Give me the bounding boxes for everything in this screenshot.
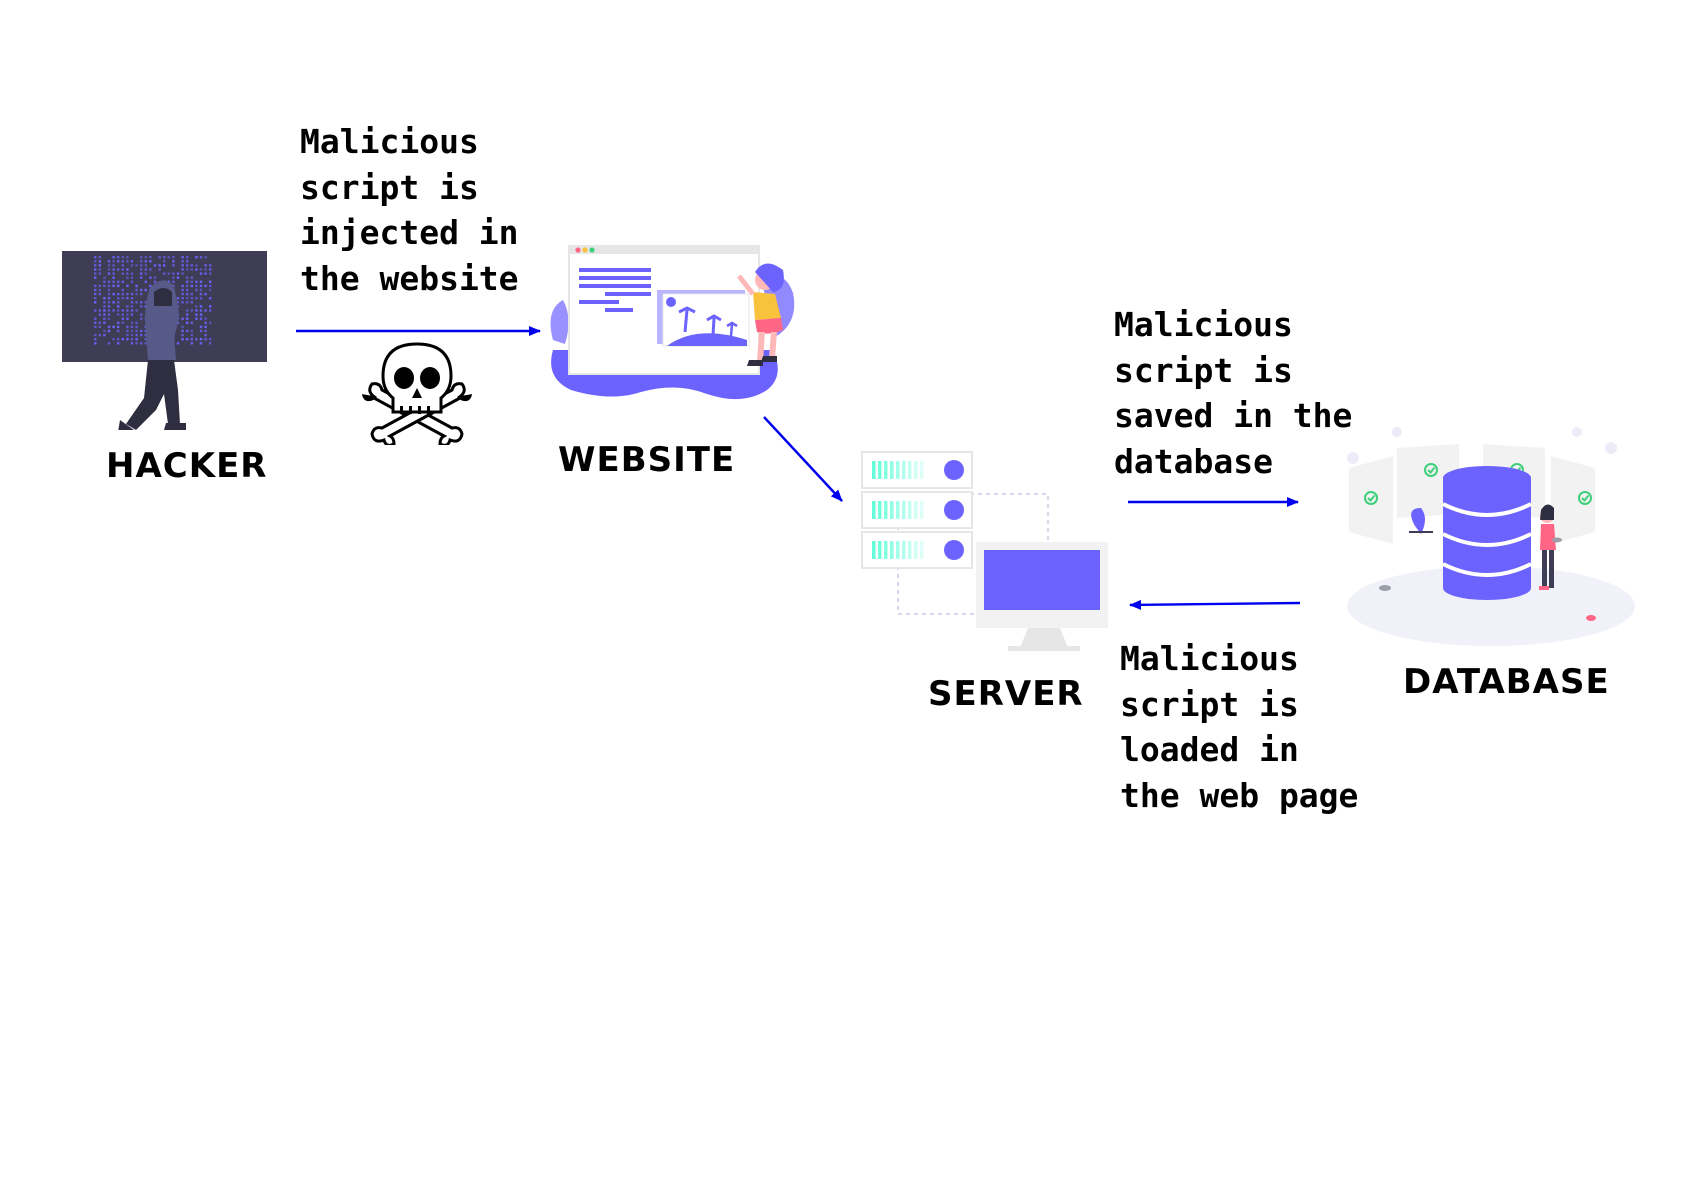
skull-and-crossbones-icon <box>362 342 472 445</box>
caption-loaded: Malicious script is loaded in the web pa… <box>1120 636 1358 818</box>
caption-line: Malicious <box>300 122 479 161</box>
caption-line: the web page <box>1120 775 1359 815</box>
website-icon <box>550 245 795 400</box>
database-icon <box>1347 427 1635 646</box>
check-icon <box>1578 491 1592 505</box>
server-node <box>860 450 1110 660</box>
hacker-legs <box>126 360 180 430</box>
caption-injected: Malicious script is injected in the webs… <box>300 119 519 301</box>
caption-line: loaded in <box>1120 730 1299 769</box>
hacker-node <box>58 240 318 430</box>
website-label: WEBSITE <box>558 440 736 480</box>
server-label: SERVER <box>928 674 1084 714</box>
database-cylinder <box>1442 466 1532 600</box>
person-shirt <box>753 292 781 320</box>
caption-line: Malicious <box>1120 639 1299 678</box>
hacker-icon <box>62 251 267 430</box>
caption-saved: Malicious script is saved in the databas… <box>1114 302 1352 484</box>
server-rack <box>861 451 973 569</box>
caption-line: script is <box>300 167 479 207</box>
plant-right <box>763 277 795 337</box>
arrow-database-to-server <box>1129 599 1301 610</box>
skull-node <box>362 340 472 445</box>
server-icon <box>861 451 1108 651</box>
hacker-label: HACKER <box>106 446 268 486</box>
monitor-screen <box>984 550 1100 610</box>
check-icon <box>1364 491 1378 505</box>
caption-line: saved in the <box>1114 396 1353 435</box>
website-node <box>545 242 805 412</box>
caption-line: Malicious <box>1114 305 1293 344</box>
caption-line: script is <box>1114 350 1293 390</box>
caption-line: the website <box>300 258 519 298</box>
database-label: DATABASE <box>1403 662 1610 702</box>
plant-left <box>550 300 569 344</box>
database-node <box>1345 420 1645 650</box>
check-icon <box>1424 463 1438 477</box>
caption-line: injected in <box>300 213 519 252</box>
monitor-stand <box>1020 628 1068 648</box>
caption-line: script is <box>1120 684 1299 724</box>
caption-line: database <box>1114 441 1273 481</box>
arrow-website-to-server <box>763 416 843 502</box>
database-floor <box>1347 566 1635 646</box>
